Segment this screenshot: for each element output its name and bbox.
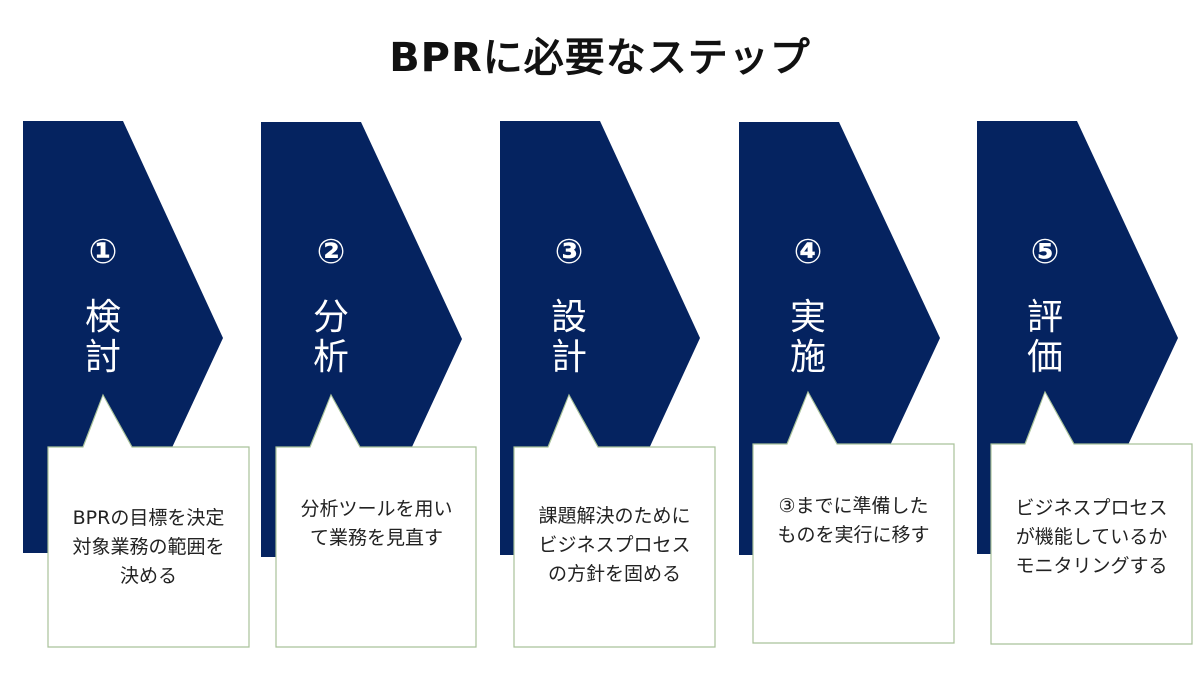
step-description: 課題解決のために ビジネスプロセス の方針を固める bbox=[515, 448, 714, 643]
step-description-text: ビジネスプロセス が機能しているか モニタリングする bbox=[1015, 497, 1168, 577]
chevron-arrow-shape bbox=[261, 122, 477, 648]
step-3: ③ 設 計 課題解決のために ビジネスプロセス の方針を固める bbox=[500, 0, 740, 675]
chevron-arrow-shape bbox=[500, 121, 716, 648]
step-label: 設 計 bbox=[529, 298, 609, 378]
step-label-line: 施 bbox=[789, 337, 826, 378]
step-label: 評 価 bbox=[1005, 298, 1085, 378]
step-label: 分 析 bbox=[291, 298, 371, 378]
step-number: ② bbox=[316, 232, 346, 272]
step-description-text: 分析ツールを用い て業務を見直す bbox=[300, 498, 453, 549]
step-1: ① 検 討 BPRの目標を決定 対象業務の範囲を 決める bbox=[23, 0, 263, 675]
chevron-arrow-shape bbox=[23, 121, 250, 648]
chevron-arrow-shape bbox=[977, 121, 1193, 645]
step-label-line: 実 bbox=[789, 297, 826, 338]
step-label-line: 析 bbox=[312, 337, 349, 378]
step-4: ④ 実 施 ③までに準備した ものを実行に移す bbox=[739, 0, 979, 675]
chevron-arrow-shape bbox=[739, 122, 955, 644]
step-label-line: 計 bbox=[550, 337, 587, 378]
callout-box bbox=[47, 393, 250, 648]
step-description-text: BPRの目標を決定 対象業務の範囲を 決める bbox=[72, 506, 225, 587]
step-number: ① bbox=[88, 232, 118, 272]
step-label: 実 施 bbox=[768, 298, 848, 378]
step-label-line: 討 bbox=[84, 337, 121, 378]
step-description: BPRの目標を決定 対象業務の範囲を 決める bbox=[49, 448, 248, 646]
step-label-line: 検 bbox=[84, 297, 121, 338]
step-description: ③までに準備した ものを実行に移す bbox=[754, 445, 953, 597]
step-label-line: 設 bbox=[550, 297, 587, 338]
page-title: BPRに必要なステップ bbox=[389, 35, 811, 81]
step-description-text: ③までに準備した ものを実行に移す bbox=[777, 495, 930, 546]
step-description: 分析ツールを用い て業務を見直す bbox=[277, 448, 476, 600]
step-5: ⑤ 評 価 ビジネスプロセス が機能しているか モニタリングする bbox=[977, 0, 1200, 675]
step-number: ③ bbox=[554, 232, 584, 272]
step-label-line: 分 bbox=[312, 297, 349, 338]
step-description-text: 課題解決のために ビジネスプロセス の方針を固める bbox=[538, 505, 691, 585]
step-label-line: 評 bbox=[1026, 297, 1063, 338]
step-label: 検 討 bbox=[63, 298, 143, 378]
step-number: ⑤ bbox=[1030, 232, 1060, 272]
step-description: ビジネスプロセス が機能しているか モニタリングする bbox=[992, 445, 1191, 630]
step-label-line: 価 bbox=[1026, 337, 1063, 378]
step-2: ② 分 析 分析ツールを用い て業務を見直す bbox=[261, 0, 501, 675]
step-number: ④ bbox=[793, 232, 823, 272]
